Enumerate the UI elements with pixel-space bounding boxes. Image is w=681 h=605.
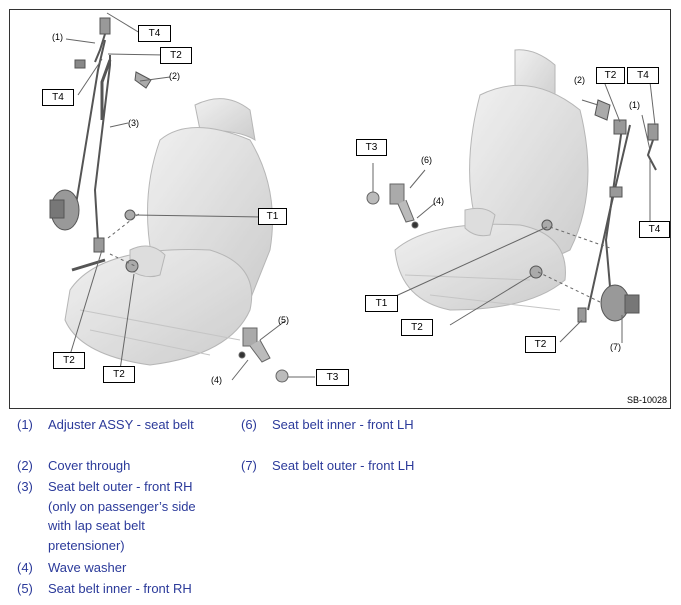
part-number-5: (5) xyxy=(278,315,289,325)
seat-belt-diagram: T4 T2 T4 T1 T2 T2 T3 T3 T2 T4 T4 T1 T2 T… xyxy=(9,9,671,409)
legend-text: Adjuster ASSY - seat belt xyxy=(48,417,194,432)
legend-key: (1) xyxy=(17,417,33,432)
parts-legend: (1) Adjuster ASSY - seat belt (6) Seat b… xyxy=(0,410,681,605)
diagram-drawing xyxy=(49,12,659,383)
legend-key: (3) xyxy=(17,479,33,494)
callout-t4: T4 xyxy=(639,221,670,238)
legend-key: (4) xyxy=(17,560,33,575)
legend-text: (only on passenger’s side xyxy=(48,499,196,514)
legend-key: (7) xyxy=(241,458,257,473)
part-number-1: (1) xyxy=(52,32,63,42)
callout-t2: T2 xyxy=(160,47,192,64)
legend-text: Seat belt inner - front RH xyxy=(48,581,192,596)
part-number-3: (3) xyxy=(128,118,139,128)
legend-text: Seat belt outer - front RH xyxy=(48,479,193,494)
part-number-4: (4) xyxy=(211,375,222,385)
legend-key: (5) xyxy=(17,581,33,596)
callout-t2: T2 xyxy=(596,67,625,84)
callout-t2: T2 xyxy=(525,336,556,353)
left-seat-belt xyxy=(49,17,152,273)
legend-text: Seat belt inner - front LH xyxy=(272,417,414,432)
part-number-1: (1) xyxy=(629,100,640,110)
legend-text: Wave washer xyxy=(48,560,127,575)
callout-t1: T1 xyxy=(258,208,287,225)
legend-key: (6) xyxy=(241,417,257,432)
left-buckle xyxy=(238,327,289,383)
part-number-6: (6) xyxy=(421,155,432,165)
callout-t4: T4 xyxy=(42,89,74,106)
callout-t3: T3 xyxy=(316,369,349,386)
callout-t3: T3 xyxy=(356,139,387,156)
figure-id: SB-10028 xyxy=(626,395,667,405)
part-number-2: (2) xyxy=(169,71,180,81)
right-seat-belt xyxy=(529,99,659,323)
callout-t2: T2 xyxy=(53,352,85,369)
callout-t1: T1 xyxy=(365,295,398,312)
part-number-4: (4) xyxy=(433,196,444,206)
right-seat xyxy=(394,49,589,311)
callout-t4: T4 xyxy=(138,25,171,42)
left-seat xyxy=(64,98,273,366)
legend-key: (2) xyxy=(17,458,33,473)
callout-t4: T4 xyxy=(627,67,659,84)
legend-text: pretensioner) xyxy=(48,538,125,553)
callout-t2: T2 xyxy=(103,366,135,383)
right-buckle xyxy=(366,183,419,229)
legend-text: with lap seat belt xyxy=(48,518,145,533)
callout-t2: T2 xyxy=(401,319,433,336)
legend-text: Seat belt outer - front LH xyxy=(272,458,415,473)
part-number-7: (7) xyxy=(610,342,621,352)
legend-text: Cover through xyxy=(48,458,131,473)
part-number-2: (2) xyxy=(574,75,585,85)
